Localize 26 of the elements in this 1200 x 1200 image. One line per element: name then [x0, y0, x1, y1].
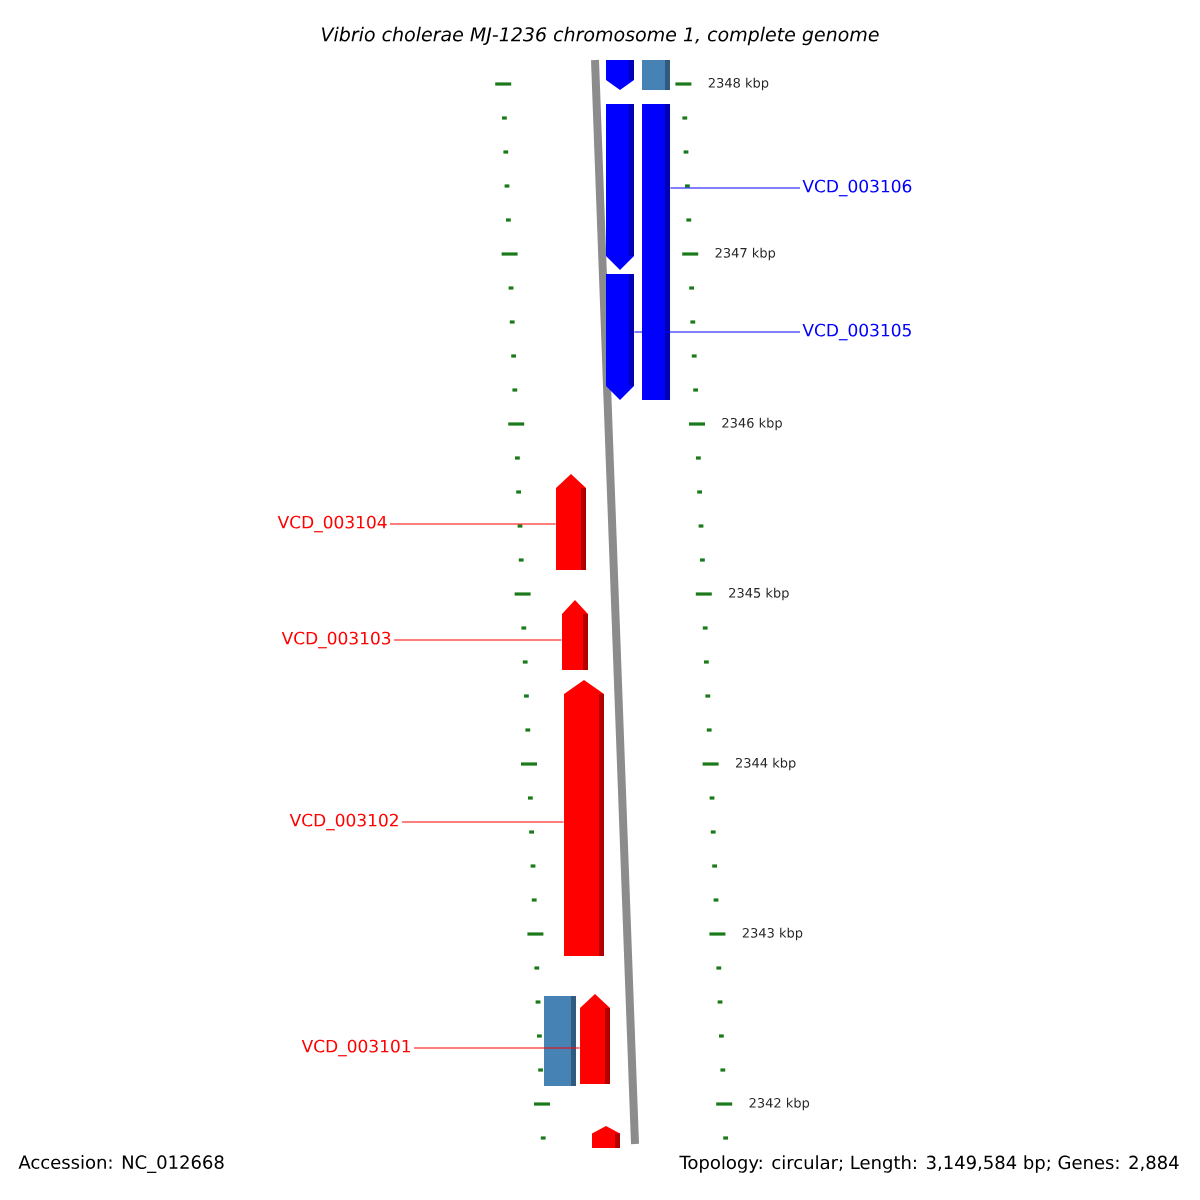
gene-block — [562, 600, 588, 670]
genome-info-text: Topology: circular; Length: 3,149,584 bp; Genes: 2,884 — [679, 1155, 1179, 1173]
gene-label: VCD_003103 — [281, 631, 391, 649]
accession-text: Accession: NC_012668 — [18, 1155, 224, 1173]
gene-label: VCD_003104 — [277, 515, 387, 533]
gene-label: VCD_003101 — [301, 1039, 410, 1057]
gene-block — [556, 474, 586, 570]
leader-line — [633, 331, 801, 333]
gene-block — [642, 60, 670, 90]
gene-label: VCD_003105 — [802, 323, 911, 341]
gene-label: VCD_003106 — [802, 179, 912, 197]
gene-block — [606, 274, 634, 400]
gene-block — [606, 60, 634, 90]
leader-line — [389, 523, 557, 525]
gene-block — [544, 996, 576, 1086]
gene-block — [564, 680, 604, 956]
leader-line — [413, 1047, 581, 1049]
title: Vibrio cholerae MJ-1236 chromosome 1, complete genome — [322, 26, 879, 46]
gene-block — [642, 104, 670, 400]
leader-line — [393, 639, 563, 641]
gene-block — [606, 104, 634, 270]
leader-line — [401, 821, 565, 823]
gene-block — [580, 994, 610, 1084]
gene-label: VCD_003102 — [289, 813, 398, 831]
leader-line — [669, 187, 801, 189]
gene-block — [592, 1126, 620, 1148]
